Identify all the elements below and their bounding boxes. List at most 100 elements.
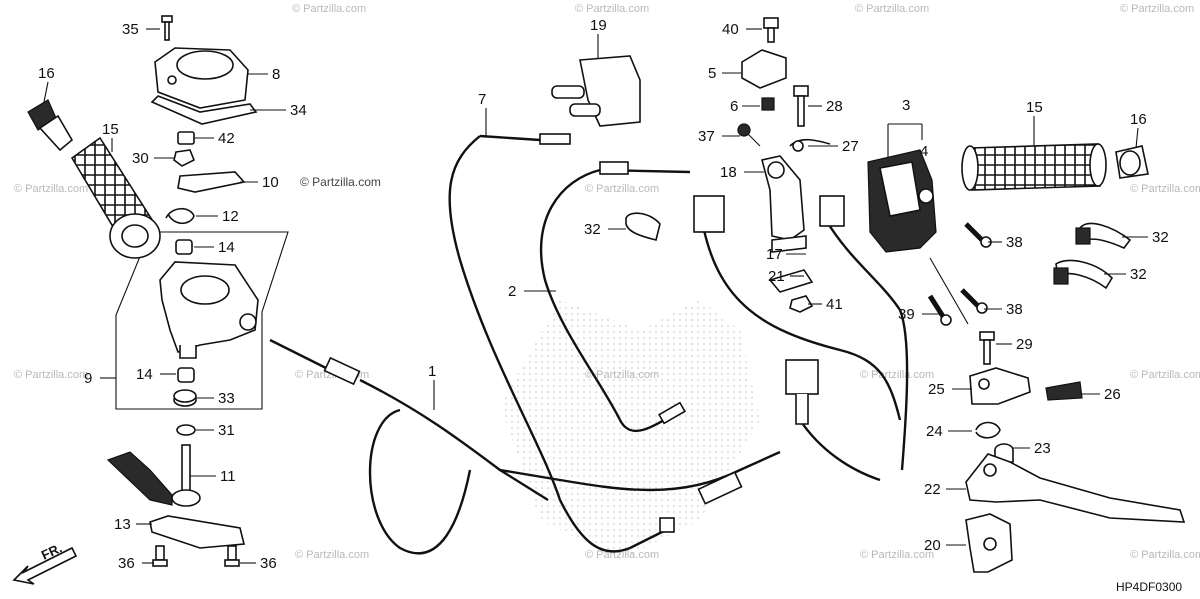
callout-25: 25 [928,381,945,398]
callout-21: 21 [768,268,785,285]
part-clamp-32-upper[interactable] [1075,222,1132,249]
assembly-bracket-9 [115,231,289,410]
watermark-text: © Partzilla.com [855,3,929,15]
part-bolt-40[interactable] [763,17,779,43]
callout-23: 23 [1034,440,1051,457]
callout-32-lower: 32 [1130,266,1147,283]
part-collar-42[interactable] [177,131,195,145]
part-clamp-32-center[interactable] [625,212,661,241]
lead-line [929,257,969,325]
part-nut-30[interactable] [173,149,196,167]
part-spring-27[interactable] [789,138,831,152]
watermark-text: © Partzilla.com [1120,3,1194,15]
part-button-6[interactable] [761,97,775,111]
callout-28: 28 [826,98,843,115]
part-lever-bracket-18[interactable] [761,155,805,241]
callout-33: 33 [218,390,235,407]
part-bolt-28[interactable] [793,85,809,127]
callout-8: 8 [272,66,280,83]
part-cable-7[interactable] [448,133,675,553]
part-screw-39[interactable] [927,294,952,326]
callout-42: 42 [218,130,235,147]
part-switch-housing-3-4[interactable] [867,149,937,253]
callout-20: 20 [924,537,941,554]
callout-1: 1 [428,363,436,380]
part-boot-26[interactable] [1045,381,1083,401]
leader-lines [43,28,1148,564]
callout-14: 14 [218,239,235,256]
diagram-code: HP4DF0300 [1116,580,1182,594]
part-cable-2[interactable] [539,161,691,432]
part-screw-38-upper[interactable] [964,222,992,248]
callout-40: 40 [722,21,739,38]
part-spring-24[interactable] [975,421,1001,439]
watermark-text: © Partzilla.com [585,183,659,195]
part-cable-1[interactable] [269,338,781,555]
callout-16: 16 [38,65,55,82]
callout-16-right: 16 [1130,111,1147,128]
part-switch-5[interactable] [741,49,787,89]
callout-36-right: 36 [260,555,277,572]
part-wire-harness[interactable] [693,195,909,482]
part-collar-14[interactable] [175,239,193,255]
watermark-text: © Partzilla.com [860,549,934,561]
callout-36: 36 [118,555,135,572]
callout-38: 38 [1006,234,1023,251]
callout-35: 35 [122,21,139,38]
callout-13: 13 [114,516,131,533]
part-washer-31[interactable] [176,424,196,436]
part-bushing-33[interactable] [173,389,197,407]
callout-12: 12 [222,208,239,225]
watermark-text: © Partzilla.com [585,369,659,381]
part-cover-19[interactable] [551,55,641,127]
callout-7: 7 [478,91,486,108]
part-screw-38-lower[interactable] [960,288,988,314]
part-brake-lever-22[interactable] [965,453,1186,523]
part-screw-36-right[interactable] [224,545,240,567]
watermark-text: © Partzilla.com [860,369,934,381]
callout-18: 18 [720,164,737,181]
callout-15: 15 [102,121,119,138]
part-spring-12[interactable] [165,207,195,225]
watermark-text: © Partzilla.com [14,183,88,195]
callout-5: 5 [708,65,716,82]
callout-9: 9 [84,370,92,387]
callout-41: 41 [826,296,843,313]
callout-22: 22 [924,481,941,498]
callout-31: 31 [218,422,235,439]
part-screw-35[interactable] [161,15,173,41]
part-gasket-34[interactable] [150,95,258,125]
part-housing-cover-8[interactable] [154,47,249,109]
part-screw-37[interactable] [737,123,761,147]
callout-24: 24 [926,423,943,440]
watermark-text: © Partzilla.com [585,549,659,561]
part-collar-14-lower[interactable] [177,367,195,383]
part-bolt-29[interactable] [979,331,995,365]
part-grip-end-16-left[interactable] [27,99,74,152]
part-throttle-housing-9[interactable] [159,261,259,359]
callout-32: 32 [584,221,601,238]
callout-15-right: 15 [1026,99,1043,116]
part-grip-15-right[interactable] [961,143,1107,191]
part-bracket-17[interactable] [771,235,807,253]
part-plate-13[interactable] [149,515,246,549]
part-nut-41[interactable] [789,295,814,313]
part-plate-10[interactable] [177,171,246,193]
front-direction-indicator: FR. [12,540,78,585]
callout-4: 4 [920,143,928,160]
part-grip-end-16-right[interactable] [1115,145,1149,179]
part-lever-bracket-20[interactable] [965,513,1013,573]
callout-10: 10 [262,174,279,191]
part-grip-15-left[interactable] [70,136,161,259]
callout-11: 11 [220,468,236,485]
part-clamp-32-lower[interactable] [1053,259,1114,290]
callout-27: 27 [842,138,859,155]
callout-29: 29 [1016,336,1033,353]
part-screw-36-left[interactable] [152,545,168,567]
partzilla-credit: © Partzilla.com [300,175,381,189]
watermark-text: © Partzilla.com [295,549,369,561]
part-lever-25[interactable] [969,367,1031,405]
part-throttle-lever-11[interactable] [106,444,201,507]
watermark-text: © Partzilla.com [1130,369,1200,381]
